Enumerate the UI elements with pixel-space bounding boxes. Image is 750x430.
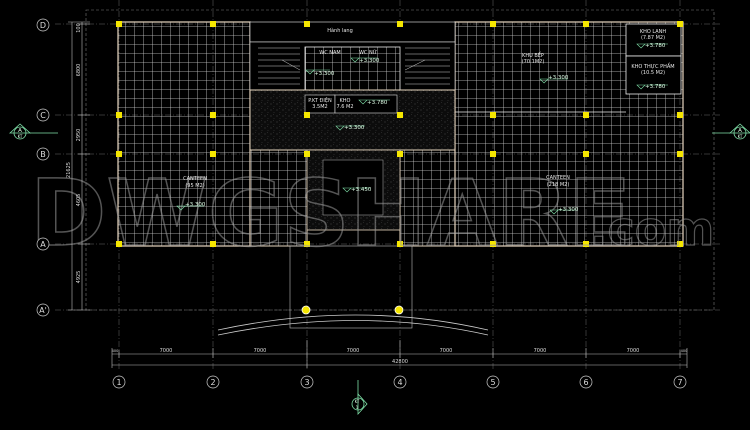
label-cold-store-area: (7.87 M2) bbox=[641, 35, 665, 41]
column-round bbox=[301, 305, 311, 315]
columns bbox=[116, 21, 683, 247]
column-axis-labels bbox=[112, 375, 687, 389]
label-canteen-left-area: (95 M2) bbox=[185, 183, 204, 189]
row-axis-labels: D C B A A' bbox=[36, 18, 50, 317]
label-canteen-right-area: (218 M2) bbox=[547, 182, 570, 188]
axis-col-3: 3 bbox=[304, 378, 309, 387]
section-bottom-label: KT bbox=[355, 399, 360, 404]
axis-col-5: 5 bbox=[490, 378, 495, 387]
axis-col-7: 7 bbox=[677, 378, 682, 387]
dim-h-total: 42800 bbox=[392, 359, 408, 365]
axis-col-6: 6 bbox=[583, 378, 588, 387]
horizontal-dimension-texts: 400 7000 7000 7000 7000 7000 7000 400 42… bbox=[112, 348, 688, 365]
room-store[interactable] bbox=[334, 94, 398, 114]
section-right-label: A bbox=[738, 128, 742, 134]
column-round bbox=[394, 305, 404, 315]
axis-col-2: 2 bbox=[210, 378, 215, 387]
dim-v-2: 6800 bbox=[76, 64, 82, 77]
level-cold-store: +3.780 bbox=[645, 43, 666, 49]
label-canteen-right: CANTEEN bbox=[546, 175, 570, 181]
label-corridor: Hành lang bbox=[327, 27, 353, 34]
axis-row-a: A bbox=[40, 240, 46, 249]
room-canteen-right-extension bbox=[399, 149, 456, 247]
level-canteen-right: +3.300 bbox=[558, 207, 579, 213]
vertical-dimension-lines bbox=[68, 21, 90, 311]
label-cold-store: KHO LẠNH bbox=[640, 29, 667, 35]
dim-h-8: 400 bbox=[681, 349, 688, 353]
section-mark-bottom[interactable] bbox=[351, 380, 368, 416]
section-mark-left[interactable] bbox=[8, 123, 58, 140]
section-right-sheet: KT bbox=[738, 134, 743, 139]
stairs bbox=[258, 47, 450, 85]
lobby-void bbox=[322, 159, 384, 216]
label-kitchen: KHU BẾP bbox=[522, 51, 544, 59]
level-corridor: +3.300 bbox=[344, 125, 365, 131]
dim-h-6: 7000 bbox=[534, 348, 547, 354]
room-cold-store[interactable] bbox=[625, 23, 682, 57]
level-wc2: +3.300 bbox=[359, 58, 380, 64]
axis-row-b: B bbox=[40, 150, 46, 159]
level-lobby: +3.450 bbox=[351, 187, 372, 193]
dim-v-3: 2950 bbox=[76, 129, 82, 142]
dim-h-2: 7000 bbox=[160, 348, 173, 354]
level-kitchen: +3.300 bbox=[548, 75, 569, 81]
axis-row-c: C bbox=[40, 111, 46, 120]
room-wc[interactable] bbox=[304, 46, 401, 93]
section-bottom-num: 1 bbox=[356, 405, 359, 410]
level-marks bbox=[176, 43, 668, 215]
room-food-store[interactable] bbox=[625, 55, 682, 95]
dim-h-4: 7000 bbox=[347, 348, 360, 354]
dim-h-1: 400 bbox=[112, 349, 119, 353]
axis-row-d: D bbox=[40, 21, 46, 30]
dim-h-3: 7000 bbox=[254, 348, 267, 354]
section-mark-right[interactable] bbox=[712, 123, 750, 140]
label-wc-male: WC NAM bbox=[319, 50, 341, 56]
room-canteen-left-extension bbox=[249, 149, 308, 247]
level-food-store: +3.780 bbox=[645, 84, 666, 90]
dim-v-total: 21625 bbox=[66, 162, 72, 178]
label-food-store-area: (10.5 M2) bbox=[641, 70, 665, 76]
axis-col-4: 4 bbox=[397, 378, 402, 387]
level-canteen-left: +3.300 bbox=[185, 202, 206, 208]
dim-v-1: 100 bbox=[76, 23, 82, 33]
horizontal-dimension-lines bbox=[111, 340, 688, 368]
label-food-store: KHO THỰC PHẨM bbox=[631, 62, 674, 70]
label-electric: P.KT ĐIỆN bbox=[308, 96, 332, 104]
label-store: KHO bbox=[340, 98, 351, 104]
level-store: +3.780 bbox=[367, 100, 388, 106]
watermark: DWGSHARE bbox=[30, 160, 632, 267]
axis-col-1: 1 bbox=[116, 378, 121, 387]
entrance-canopy bbox=[289, 245, 413, 329]
dim-h-5: 7000 bbox=[440, 348, 453, 354]
section-left-label: A bbox=[18, 128, 22, 134]
dim-v-5: 4925 bbox=[76, 271, 82, 284]
dim-v-4: 4605 bbox=[76, 194, 82, 207]
watermark-suffix: .com bbox=[590, 202, 714, 256]
room-canteen-left[interactable] bbox=[117, 21, 251, 247]
label-store-area: 7.6 M2 bbox=[336, 104, 353, 110]
section-left-sheet: KT bbox=[18, 134, 23, 139]
label-kitchen-area: (70.1M2) bbox=[522, 59, 545, 65]
level-wc: +3.300 bbox=[314, 71, 335, 77]
label-canteen-left: CANTEEN bbox=[183, 176, 207, 182]
label-wc-female: WC NỮ bbox=[359, 49, 377, 56]
axis-row-a-prime: A' bbox=[39, 306, 47, 315]
label-electric-area: 3.5M2 bbox=[312, 104, 327, 110]
dim-h-7: 7000 bbox=[627, 348, 640, 354]
